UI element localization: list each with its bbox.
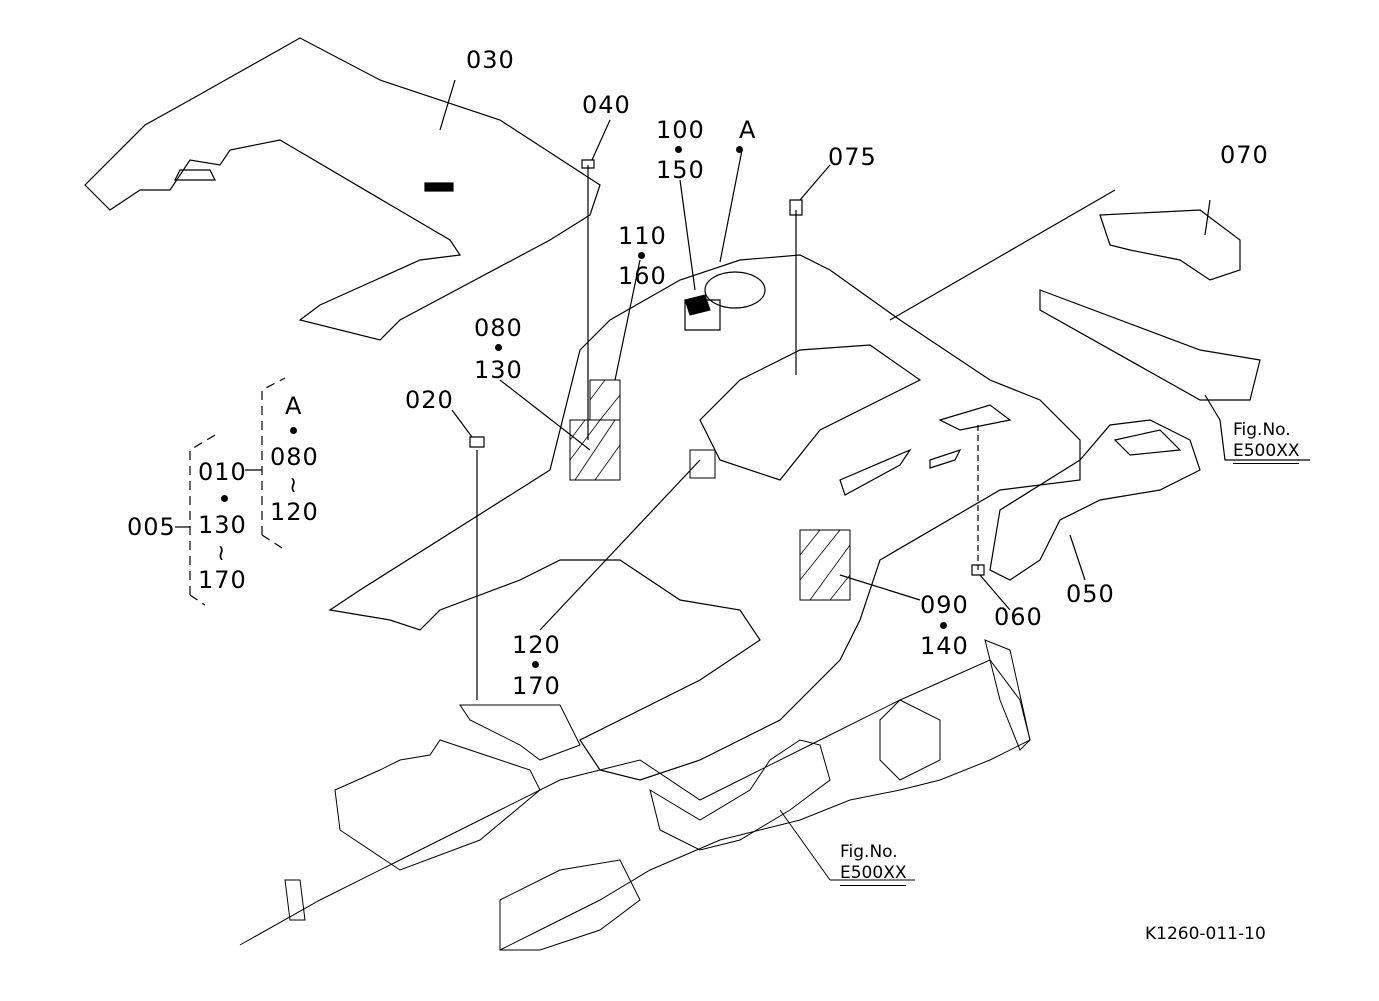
fig-ref-number: E500XX bbox=[1233, 441, 1300, 464]
fig-ref-upper[interactable]: Fig.No. E500XX bbox=[1233, 420, 1300, 464]
group-sub-ref: A bbox=[285, 392, 303, 420]
label-130: 130 bbox=[474, 356, 523, 384]
separator-dot bbox=[940, 622, 947, 629]
group-sub-range-start: 080 bbox=[270, 443, 319, 471]
separator-dot bbox=[675, 146, 682, 153]
label-075: 075 bbox=[828, 143, 877, 171]
label-030: 030 bbox=[466, 46, 515, 74]
range-symbol: ≀ bbox=[289, 473, 298, 498]
separator-dot bbox=[532, 661, 539, 668]
label-020: 020 bbox=[405, 386, 454, 414]
group-outer-id: 005 bbox=[127, 513, 176, 541]
part-030-mat bbox=[84, 37, 601, 341]
label-170: 170 bbox=[512, 672, 561, 700]
separator-dot bbox=[495, 344, 502, 351]
range-symbol: ≀ bbox=[217, 541, 226, 566]
label-160: 160 bbox=[618, 262, 667, 290]
label-150: 150 bbox=[656, 156, 705, 184]
part-050-floor bbox=[328, 254, 1081, 781]
label-140: 140 bbox=[920, 632, 969, 660]
label-A: A bbox=[739, 116, 757, 144]
label-070: 070 bbox=[1220, 141, 1269, 169]
group-inner-id: 010 bbox=[198, 458, 247, 486]
label-050: 050 bbox=[1066, 580, 1115, 608]
fig-ref-label: Fig.No. bbox=[840, 842, 898, 862]
label-060: 060 bbox=[994, 603, 1043, 631]
part-070-bracket bbox=[1099, 209, 1241, 281]
fig-ref-lower[interactable]: Fig.No. E500XX bbox=[840, 842, 907, 886]
label-100: 100 bbox=[656, 116, 705, 144]
separator-dot bbox=[736, 146, 743, 153]
group-inner-range-end: 170 bbox=[198, 566, 247, 594]
fig-ref-label: Fig.No. bbox=[1233, 420, 1291, 440]
separator-dot bbox=[638, 252, 645, 259]
fig-ref-number: E500XX bbox=[840, 863, 907, 886]
group-inner-range-start: 130 bbox=[198, 511, 247, 539]
label-120: 120 bbox=[512, 631, 561, 659]
drawing-code: K1260-011-10 bbox=[1145, 924, 1266, 944]
label-090: 090 bbox=[920, 591, 969, 619]
group-sub-range-end: 120 bbox=[270, 498, 319, 526]
separator-dot bbox=[221, 495, 228, 502]
label-080: 080 bbox=[474, 314, 523, 342]
label-110: 110 bbox=[618, 222, 667, 250]
label-040: 040 bbox=[582, 91, 631, 119]
separator-dot bbox=[290, 427, 297, 434]
